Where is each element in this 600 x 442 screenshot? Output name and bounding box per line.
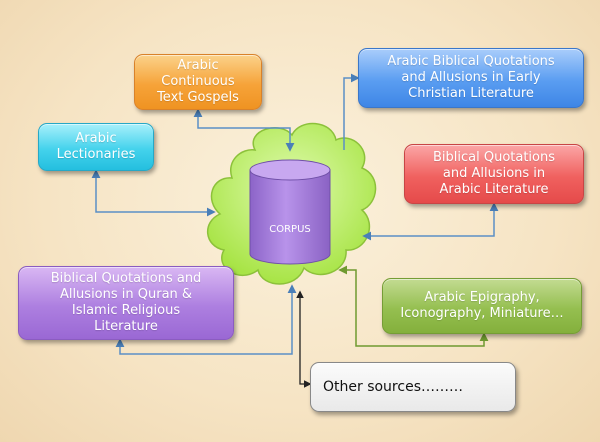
connector-gospels: [193, 108, 295, 152]
corpus-label: CORPUS: [269, 224, 311, 235]
node-other-sources: Other sources………: [310, 362, 516, 412]
corpus-database-icon: [249, 159, 331, 265]
node-arabic-epigraphy: Arabic Epigraphy, Iconography, Miniature…: [382, 278, 582, 334]
node-arabic-literature: Biblical Quotations and Allusions in Ara…: [404, 144, 584, 204]
connector-epigraphy: [338, 265, 489, 347]
connector-arabic-literature: [362, 202, 499, 241]
node-quran-islamic-literature: Biblical Quotations and Allusions in Qur…: [18, 266, 234, 340]
connector-lectionaries: [91, 169, 216, 217]
connectors: [91, 73, 499, 355]
node-arabic-lectionaries: Arabic Lectionaries: [38, 123, 154, 171]
connector-quran: [115, 284, 297, 355]
connector-other: [296, 290, 312, 388]
connector-early-christian: [343, 73, 360, 150]
node-arabic-gospels: Arabic Continuous Text Gospels: [134, 54, 262, 110]
node-early-christian-literature: Arabic Biblical Quotations and Allusions…: [358, 48, 584, 108]
